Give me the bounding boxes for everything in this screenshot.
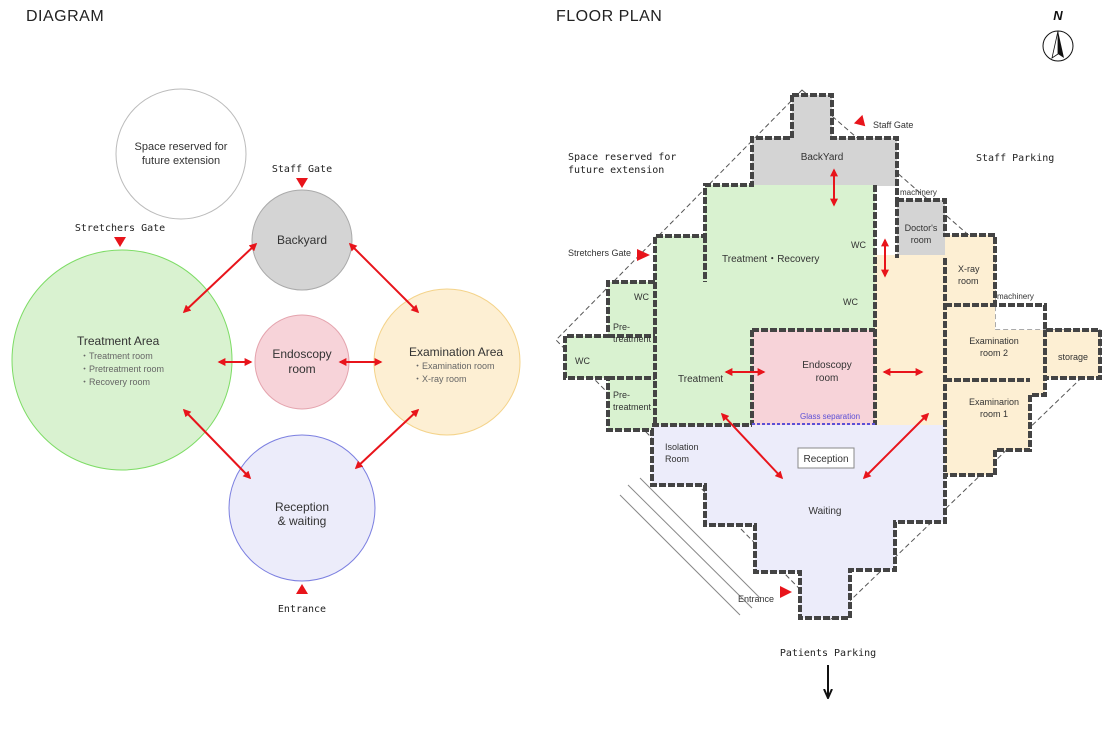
plan-pretreatment-line1: Pre-: [613, 390, 630, 400]
plan-treatment-recovery-label: Treatment・Recovery: [722, 254, 819, 265]
plan-isolation-line1: Isolation: [665, 442, 699, 452]
examination-area-item: ・X-ray room: [413, 374, 467, 384]
plan-pretreatment-line1: Pre-: [613, 322, 630, 332]
treatment-area-title: Treatment Area: [77, 334, 160, 348]
diagram: Space reserved for future extension Back…: [11, 88, 521, 615]
entrance-marker-icon: [296, 584, 308, 594]
endoscopy-zone: [752, 330, 875, 425]
examination-area-item: ・Examination room: [413, 361, 495, 371]
plan-xray-line1: X-ray: [958, 264, 980, 274]
plan-reception-label: Reception: [803, 454, 848, 465]
plan-wc-label: WC: [575, 356, 590, 366]
plan-doctors-room-line2: room: [911, 235, 932, 245]
plan-wc-label: WC: [634, 292, 649, 302]
plan-future-line2: future extension: [568, 165, 664, 176]
plan-treatment-label: Treatment: [678, 374, 723, 385]
staff-gate-marker-icon: [296, 178, 308, 188]
stretchers-gate-marker-icon: [114, 237, 126, 247]
plan-entrance-icon: [780, 586, 792, 598]
plan-pretreatment-line2: treatment: [613, 334, 652, 344]
diagram-entrance-label: Entrance: [278, 604, 326, 615]
flow-arrow: [354, 408, 420, 470]
treatment-zone: [565, 185, 875, 430]
plan-exam2-line2: room 2: [980, 348, 1008, 358]
diagram-title: DIAGRAM: [26, 8, 105, 25]
plan-staff-gate-label: Staff Gate: [873, 120, 913, 130]
plan-waiting-label: Waiting: [809, 506, 842, 517]
reception-waiting-circle: [228, 434, 376, 582]
treatment-area-item: ・Recovery room: [80, 377, 150, 387]
reception-desk: [797, 447, 855, 469]
floor-plan-title: FLOOR PLAN: [556, 8, 663, 25]
backyard-zone: [752, 138, 897, 186]
examination-area-title: Examination Area: [409, 345, 503, 359]
plan-machinery-top: machinery: [900, 188, 937, 197]
plan-backyard-label: BackYard: [801, 152, 844, 163]
plan-future-line1: Space reserved for: [568, 152, 676, 163]
backyard-zone-top: [792, 95, 832, 140]
diagram-reception-line1: Reception: [275, 500, 329, 514]
diagram-stretchers-gate-label: Stretchers Gate: [75, 223, 165, 234]
future-extension-circle: [115, 88, 247, 220]
plan-endoscopy-line1: Endoscopy: [802, 360, 851, 371]
plan-isolation-line2: Room: [665, 454, 689, 464]
diagram-backyard-label: Backyard: [277, 233, 327, 247]
backyard-circle: [251, 189, 353, 291]
flow-arrow: [182, 408, 252, 480]
plan-wc-label: WC: [851, 240, 866, 250]
treatment-area-item: ・Treatment room: [80, 351, 153, 361]
plan-exam1-line2: room 1: [980, 409, 1008, 419]
diagram-endoscopy-line2: room: [288, 362, 315, 376]
diagram-endoscopy-line1: Endoscopy: [272, 347, 331, 361]
flow-arrow: [348, 242, 420, 314]
plan-flow-arrow: [862, 412, 930, 480]
plan-doctors-room-line1: Doctor's: [905, 223, 938, 233]
floor-plan: N: [555, 8, 1102, 697]
plan-stretchers-gate-label: Stretchers Gate: [568, 248, 631, 258]
diagram-future-line1: Space reserved for: [135, 141, 228, 153]
diagram-reception-line2: & waiting: [278, 514, 327, 528]
entrance-ramp: [619, 477, 761, 616]
doctors-room-zone: [897, 200, 945, 258]
wall: [792, 93, 899, 200]
plan-stretchers-gate-icon: [637, 249, 650, 261]
plan-pretreatment-line2: treatment: [613, 402, 652, 412]
plan-entrance-label: Entrance: [738, 594, 774, 604]
north-label: N: [1053, 8, 1063, 23]
compass-icon: [1042, 30, 1074, 62]
plan-endoscopy-line2: room: [816, 373, 839, 384]
plan-glass-separation-label: Glass separation: [800, 412, 860, 421]
staff-parking-label: Staff Parking: [976, 153, 1054, 164]
plan-exam1-line1: Examinarion: [969, 397, 1019, 407]
plan-storage-label: storage: [1058, 352, 1088, 362]
patients-parking-label: Patients Parking: [780, 648, 876, 659]
diagram-future-line2: future extension: [142, 155, 220, 167]
diagram-staff-gate-label: Staff Gate: [272, 164, 332, 175]
plan-flow-arrow: [720, 412, 784, 480]
plan-wc-label: WC: [843, 297, 858, 307]
plan-staff-gate-icon: [853, 114, 866, 127]
plan-exam2-line1: Examination: [969, 336, 1019, 346]
treatment-area-item: ・Pretreatment room: [80, 364, 164, 374]
flow-arrow: [182, 242, 258, 314]
plan-machinery-right: machinery: [997, 292, 1034, 301]
plan-xray-line2: room: [958, 276, 979, 286]
examination-zone: [875, 235, 1100, 475]
